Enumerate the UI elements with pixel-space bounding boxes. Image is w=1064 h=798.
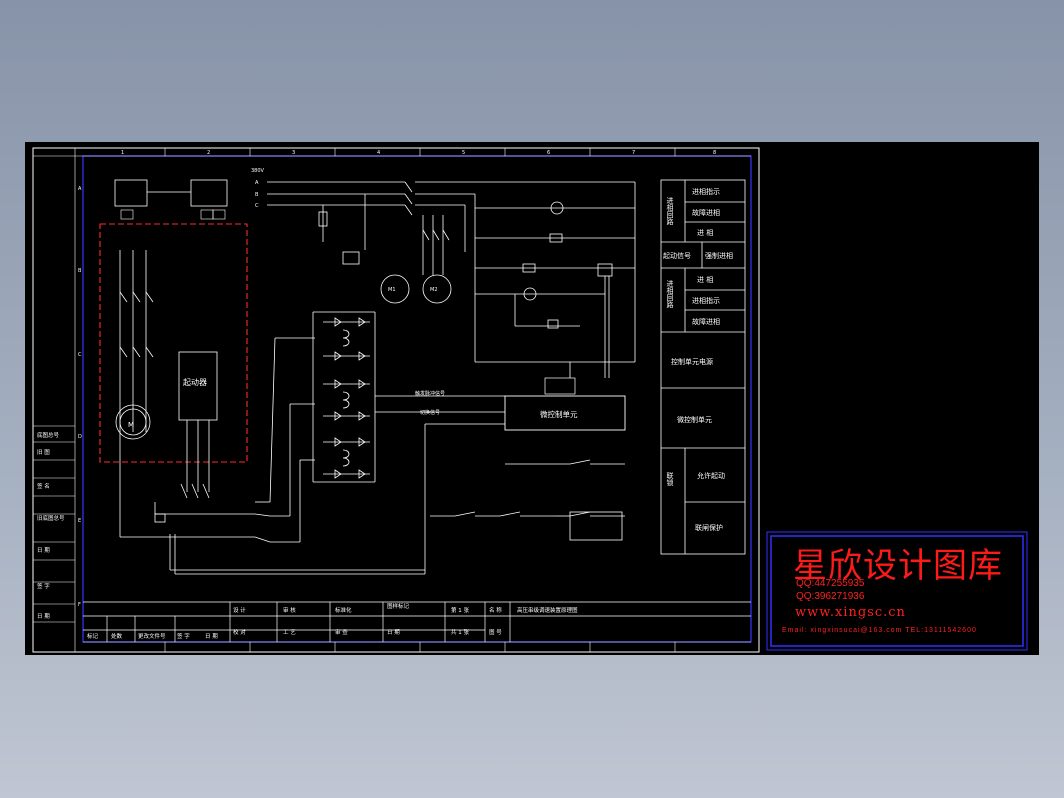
tb-bottom-0: 标记 (87, 632, 99, 640)
three-phase-bus (267, 181, 635, 483)
watermark-title: 星欣设计图库 (793, 546, 1003, 586)
micro-control-box (504, 395, 626, 431)
tb-std: 标准化 (335, 606, 352, 614)
schematic-svg: 1 2 3 4 5 6 7 8 A B C D E F 底图总号 旧 图 签 名… (32, 147, 1028, 653)
watermark-email: Email: xingxinsucai@163.com TEL:13111542… (782, 627, 977, 634)
grid-label-2: 2 (207, 150, 210, 156)
tb-design: 设 计 (233, 606, 246, 614)
main-feeders (119, 337, 505, 575)
tbl-micro-unit: 微控制单元 (677, 415, 712, 424)
outer-frame (32, 147, 760, 653)
tb-bottom-3: 签 字 (177, 632, 190, 640)
cad-drawing-canvas: 1 2 3 4 5 6 7 8 A B C D E F 底图总号 旧 图 签 名… (25, 142, 1039, 655)
tbl-g1-row0: 进相指示 (692, 187, 720, 196)
tb-stage: 图样标记 (387, 602, 410, 610)
tbl-il-row1: 联闸保护 (695, 523, 723, 532)
tb-drawing-no: 图 号 (489, 628, 502, 636)
grid-label-1: 1 (121, 150, 124, 156)
grid-label-8: 8 (713, 150, 716, 156)
trigger-signal-label: 触发脉冲信号 (415, 390, 445, 397)
tbl-ctrl-power: 控制单元电源 (671, 357, 713, 366)
voltage-label: 380V (251, 168, 265, 174)
phase-A: A (255, 180, 259, 186)
strip-label-3: 旧底图总号 (37, 514, 65, 522)
strip-label-0: 底图总号 (37, 431, 60, 439)
grid-ticks (164, 148, 676, 652)
tb-proofread: 校 对 (233, 628, 246, 636)
watermark-qq2: QQ:396271936 (796, 591, 865, 602)
tb-drawing-title: 高压串级调速装置原理图 (517, 606, 578, 614)
strip-label-4: 日 期 (37, 547, 50, 554)
tbl-group1-head: 进相回路 (666, 197, 674, 226)
tb-name-label: 名 称 (489, 606, 502, 614)
motor1-label: M1 (388, 287, 396, 293)
micro-control-label: 微控制单元 (540, 409, 578, 419)
strip-label-6: 日 期 (37, 613, 50, 620)
tb-sheet-total: 第 1 张 (451, 606, 469, 614)
grid-label-7: 7 (632, 150, 635, 156)
tbl-g2-row1: 进相指示 (692, 296, 720, 305)
tb-date: 日 期 (387, 629, 400, 636)
strip-label-5: 签 字 (37, 582, 50, 590)
tb-check: 审 核 (283, 606, 296, 614)
tbl-group2-head: 进相回路 (666, 280, 674, 309)
tb-sheet-of: 共 1 张 (451, 628, 469, 636)
tbl-il-row0: 允许起动 (697, 471, 725, 480)
cb-box (190, 179, 228, 207)
grid-label-4: 4 (377, 150, 380, 156)
grid-side-C: C (78, 352, 82, 358)
tbl-g1-row1: 故障进相 (692, 208, 720, 217)
motor2-label: M2 (430, 287, 438, 293)
tbl-start-signal: 起动信号 (663, 251, 691, 260)
grid-side-F: F (78, 602, 81, 608)
tb-bottom-4: 日 期 (205, 633, 218, 640)
pt-box (114, 179, 148, 207)
grid-label-6: 6 (547, 150, 550, 156)
tb-bottom-1: 处数 (111, 632, 123, 640)
watermark-frame (766, 531, 1028, 651)
strip-label-2: 签 名 (37, 482, 50, 490)
starter-label: 起动器 (183, 377, 207, 387)
title-block (83, 601, 751, 642)
tbl-force-start: 强制进相 (705, 251, 733, 260)
tb-bottom-2: 更改文件号 (138, 632, 166, 640)
left-strip (33, 425, 75, 623)
watermark-url[interactable]: www.xingsc.cn (795, 605, 906, 620)
grid-side-B: B (78, 268, 82, 274)
tb-approve: 审 查 (335, 628, 348, 636)
phase-B: B (255, 192, 259, 198)
inner-frame (82, 155, 752, 643)
right-signal-table (660, 179, 746, 555)
tbl-g2-row0: 进 相 (697, 275, 713, 284)
mode-signal-label: 切换信号 (420, 409, 440, 416)
tbl-g2-row2: 故障进相 (692, 317, 720, 326)
watermark-qq1: QQ:447255935 (796, 578, 865, 589)
tbl-g1-row2: 进 相 (697, 228, 713, 237)
phase-C: C (255, 203, 259, 209)
starter-internals (115, 250, 218, 460)
grid-side-E: E (78, 518, 81, 524)
tb-process: 工 艺 (283, 629, 296, 636)
grid-label-5: 5 (462, 150, 465, 156)
motor-label: M (128, 421, 134, 429)
grid-label-3: 3 (292, 150, 295, 156)
tbl-interlock-head: 联锁 (666, 471, 674, 487)
grid-side-D: D (78, 434, 82, 440)
control-circuits (430, 182, 636, 541)
strip-label-1: 旧 图 (37, 448, 50, 456)
starter-dashed-box (99, 223, 248, 463)
grid-side-A: A (78, 186, 82, 192)
thyristor-bridge (323, 317, 505, 479)
